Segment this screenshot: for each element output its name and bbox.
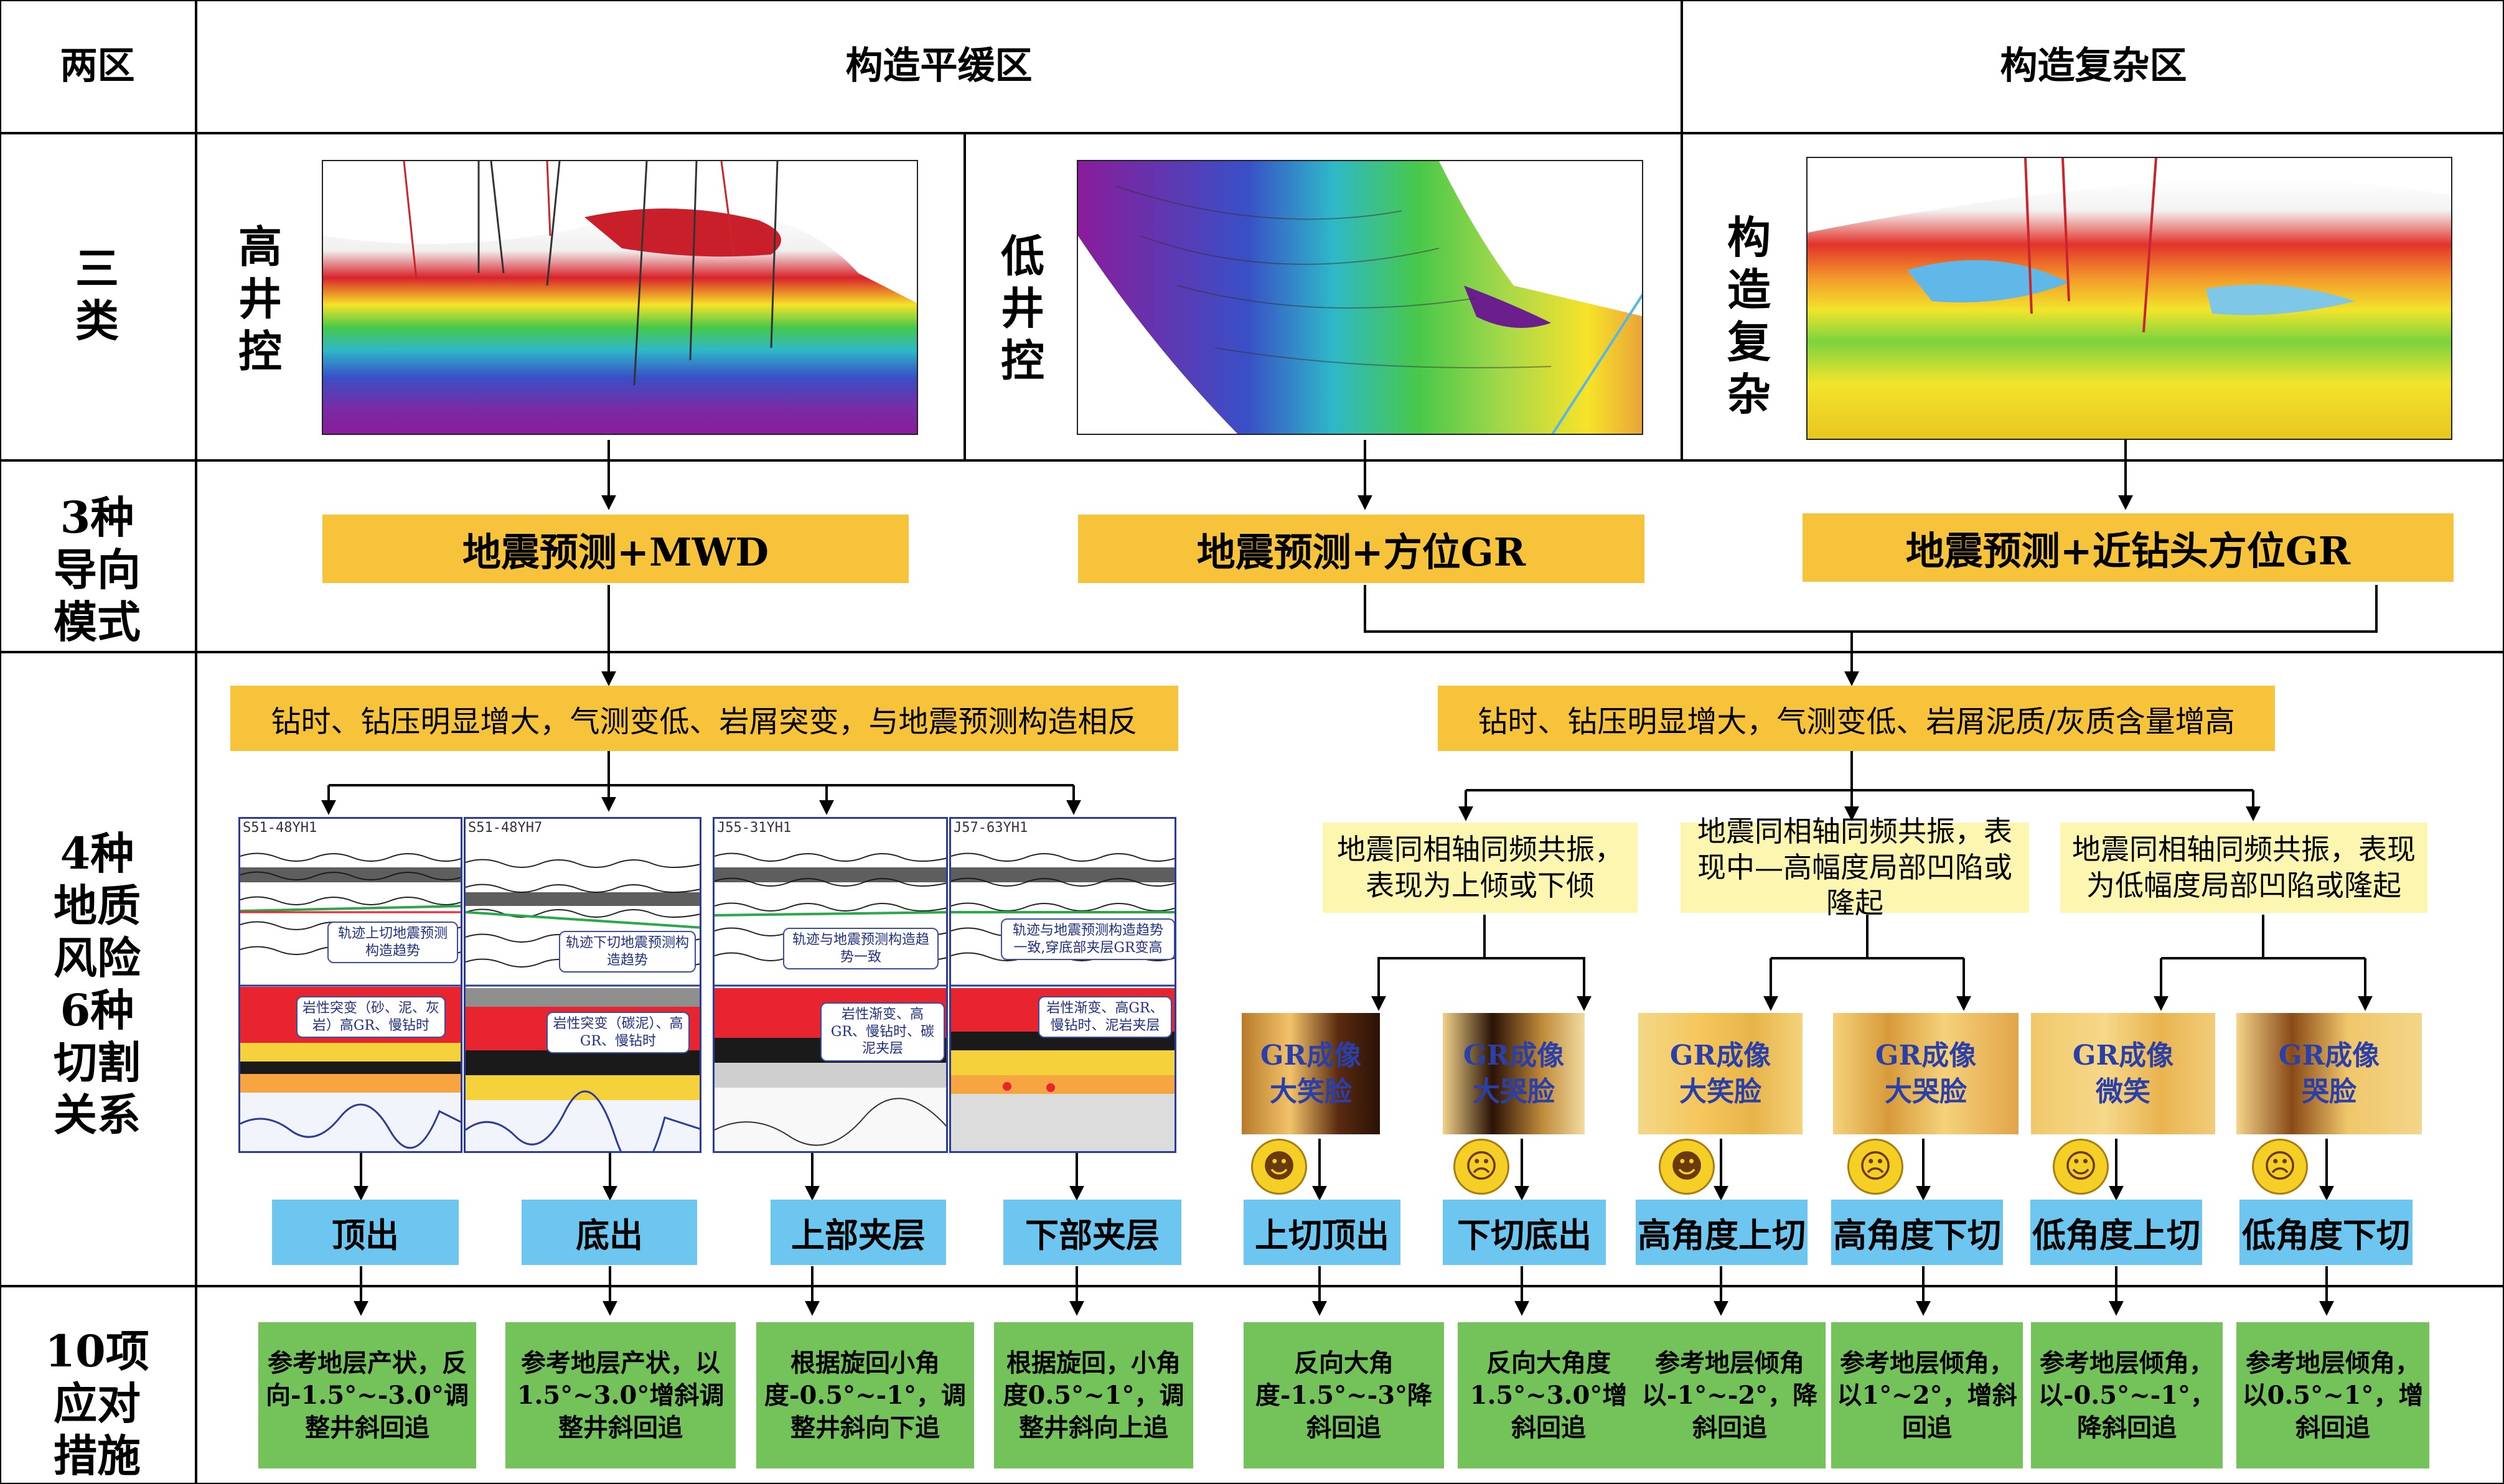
gr-image-1: GR成像大笑脸 bbox=[1242, 1013, 1380, 1134]
gr-image-6: GR成像哭脸 bbox=[2236, 1013, 2422, 1134]
panel-top-note: 轨迹与地震预测构造趋势一致 bbox=[783, 928, 939, 969]
panel-top-note: 轨迹下切地震预测构造趋势 bbox=[559, 931, 696, 973]
panel-top-note: 轨迹与地震预测构造趋势一致,穿底部夹层GR变高 bbox=[1001, 918, 1175, 960]
measure-8: 参考地层倾角，以1°~2°，增斜回追 bbox=[1831, 1322, 2023, 1468]
gr-image-label: 哭脸 bbox=[2302, 1075, 2356, 1108]
panel-bottom-note: 岩性渐变、高GR、慢钻时、碳泥夹层 bbox=[820, 1002, 945, 1062]
gr-image-label: 大笑脸 bbox=[1270, 1075, 1352, 1108]
mode-seismic-near-bit-gr: 地震预测+近钻头方位GR bbox=[1803, 513, 2454, 582]
gr-image-label: 大哭脸 bbox=[1885, 1075, 1967, 1108]
gr-image-label: 大笑脸 bbox=[1679, 1075, 1761, 1108]
row-label-modes: 3种导向模式 bbox=[54, 492, 141, 648]
gr-image-3: GR成像大笑脸 bbox=[1638, 1013, 1803, 1134]
type-label-complex: 构造复杂 bbox=[1727, 212, 1771, 420]
cut-type-down-cut-bottom-exit: 下切底出 bbox=[1443, 1200, 1606, 1265]
panel-top-note: 轨迹上切地震预测构造趋势 bbox=[327, 922, 458, 963]
grid-line bbox=[0, 651, 2504, 653]
panel-bottom-note: 岩性突变（碳泥）、高GR、慢钻时 bbox=[546, 1012, 690, 1053]
measure-1: 参考地层产状，反向-1.5°~-3.0°调整井斜回追 bbox=[258, 1322, 476, 1468]
seismic-condition-high-amplitude: 地震同相轴同频共振，表现中—高幅度局部凹陷或隆起 bbox=[1681, 814, 2029, 920]
measure-7: 参考地层倾角以-1°~-2°，降斜回追 bbox=[1634, 1322, 1826, 1468]
indicator-right: 钻时、钻压明显增大，气测变低、岩屑泥质/灰质含量增高 bbox=[1438, 686, 2275, 751]
cut-type-high-angle-down: 高角度下切 bbox=[1831, 1200, 2003, 1265]
panel-bottom-note: 岩性渐变、高GR、慢钻时、泥岩夹层 bbox=[1038, 996, 1172, 1038]
grid-line bbox=[0, 132, 2504, 134]
well-tag: J55-31YH1 bbox=[717, 820, 792, 836]
well-tag: S51-48YH7 bbox=[468, 820, 543, 836]
gr-image-label: GR成像 bbox=[2072, 1040, 2174, 1072]
gr-image-label: GR成像 bbox=[1463, 1040, 1565, 1072]
crying-face-icon: ☹ bbox=[1847, 1139, 1903, 1195]
measure-2: 参考地层产状，以1.5°~3.0°增斜调整井斜回追 bbox=[505, 1322, 736, 1468]
seismic-panel-4: J57-63YH1 轨迹与地震预测构造趋势一致,穿底部夹层GR变高 岩性渐变、高… bbox=[949, 817, 1176, 1153]
grin-face-icon: ☻ bbox=[1251, 1139, 1307, 1195]
gr-image-label: 大哭脸 bbox=[1473, 1075, 1555, 1108]
type-label-high-control: 高井控 bbox=[238, 221, 282, 377]
gr-image-label: GR成像 bbox=[2278, 1040, 2380, 1072]
complex-structure-surface-image bbox=[1806, 157, 2452, 440]
header-row-label: 两区 bbox=[60, 44, 135, 88]
high-control-surface-image bbox=[322, 160, 918, 435]
grid-line bbox=[1681, 0, 1683, 459]
measure-3: 根据旋回小角度-0.5°~-1°，调整井斜向下追 bbox=[756, 1322, 974, 1468]
grid-line bbox=[195, 0, 197, 1484]
gr-image-2: GR成像大哭脸 bbox=[1443, 1013, 1585, 1134]
cut-type-upper-interlayer: 上部夹层 bbox=[771, 1200, 946, 1265]
measure-4: 根据旋回，小角度0.5°~1°，调整井斜向上追 bbox=[994, 1322, 1193, 1468]
seismic-panel-3: J55-31YH1 轨迹与地震预测构造趋势一致 岩性渐变、高GR、慢钻时、碳泥夹… bbox=[713, 817, 948, 1153]
grid-line bbox=[964, 132, 966, 459]
grid-line bbox=[0, 1285, 2504, 1287]
seismic-condition-low-amplitude: 地震同相轴同频共振，表现为低幅度局部凹陷或隆起 bbox=[2060, 823, 2427, 913]
type-label-low-control: 低井控 bbox=[1001, 230, 1044, 386]
low-control-surface-image bbox=[1077, 160, 1643, 435]
crying-face-icon: ☹ bbox=[1453, 1139, 1509, 1195]
well-tag: J57-63YH1 bbox=[954, 820, 1028, 836]
grid-line bbox=[0, 459, 2504, 462]
seismic-condition-tilt: 地震同相轴同频共振，表现为上倾或下倾 bbox=[1323, 823, 1638, 913]
row-label-measures: 10项应对措施 bbox=[45, 1325, 149, 1482]
gr-image-label: GR成像 bbox=[1669, 1040, 1771, 1072]
seismic-panel-2: S51-48YH7 轨迹下切地震预测构造趋势 岩性突变（碳泥）、高GR、慢钻时 bbox=[464, 817, 701, 1153]
measure-9: 参考地层倾角，以-0.5°~-1°，降斜回追 bbox=[2031, 1322, 2223, 1468]
mode-seismic-azimuth-gr: 地震预测+方位GR bbox=[1078, 515, 1644, 583]
gr-image-label: GR成像 bbox=[1260, 1040, 1362, 1072]
smile-face-icon: ☺ bbox=[2053, 1139, 2109, 1195]
gr-image-4: GR成像大哭脸 bbox=[1833, 1013, 2019, 1134]
indicator-left: 钻时、钻压明显增大，气测变低、岩屑突变，与地震预测构造相反 bbox=[230, 686, 1178, 751]
cut-type-up-cut-top-exit: 上切顶出 bbox=[1244, 1200, 1400, 1265]
row-label-risks: 4种地质风险 6种切割关系 bbox=[54, 828, 141, 1141]
gr-image-label: GR成像 bbox=[1875, 1040, 1977, 1072]
panel-bottom-note: 岩性突变（砂、泥、灰岩）高GR、慢钻时 bbox=[296, 996, 446, 1038]
mode-seismic-mwd: 地震预测+MWD bbox=[322, 515, 909, 583]
zone-complex-title: 构造复杂区 bbox=[2000, 44, 2187, 88]
cut-type-low-angle-down: 低角度下切 bbox=[2239, 1200, 2413, 1265]
measure-5: 反向大角度-1.5°~-3°降斜回追 bbox=[1244, 1322, 1444, 1468]
cut-type-low-angle-up: 低角度上切 bbox=[2030, 1200, 2202, 1265]
measure-6: 反向大角度1.5°~3.0°增斜回追 bbox=[1458, 1322, 1639, 1468]
cut-type-high-angle-up: 高角度上切 bbox=[1636, 1200, 1808, 1265]
sad-face-icon: ☹ bbox=[2252, 1139, 2308, 1195]
grin-face-icon: ☻ bbox=[1659, 1139, 1715, 1195]
row-label-three-types: 三类 bbox=[75, 243, 119, 347]
measure-10: 参考地层倾角，以0.5°~1°，增斜回追 bbox=[2236, 1322, 2429, 1468]
cut-type-bottom-exit: 底出 bbox=[522, 1200, 697, 1265]
gr-image-label: 微笑 bbox=[2096, 1075, 2150, 1108]
cut-type-top-exit: 顶出 bbox=[272, 1200, 459, 1265]
seismic-panel-1: S51-48YH1 轨迹上切地震预测构造趋势 岩性突变（砂、泥、灰岩）高GR、慢… bbox=[238, 817, 462, 1153]
well-tag: S51-48YH1 bbox=[243, 820, 317, 836]
cut-type-lower-interlayer: 下部夹层 bbox=[1003, 1200, 1181, 1265]
zone-flat-title: 构造平缓区 bbox=[845, 44, 1033, 88]
gr-image-5: GR成像微笑 bbox=[2031, 1013, 2215, 1134]
